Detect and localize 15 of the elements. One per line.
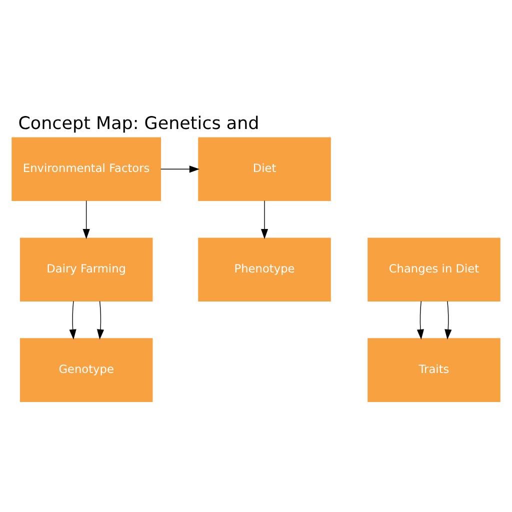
arrow: [416, 300, 424, 340]
node-box: Environmental Factors: [12, 136, 161, 201]
node-box: Dairy Farming: [20, 237, 153, 301]
arrow: [160, 165, 200, 172]
arrow: [82, 200, 90, 239]
arrow: [96, 300, 104, 340]
node-box: Diet: [198, 136, 331, 201]
node-box: Genotype: [20, 338, 153, 402]
node-box: Traits: [368, 338, 500, 402]
diagram-title: Concept Map: Genetics and: [18, 113, 260, 134]
node-box: Changes in Diet: [368, 237, 500, 301]
arrow: [260, 200, 268, 239]
node-box: Phenotype: [198, 237, 331, 301]
arrow: [444, 300, 452, 340]
arrow: [69, 300, 76, 340]
